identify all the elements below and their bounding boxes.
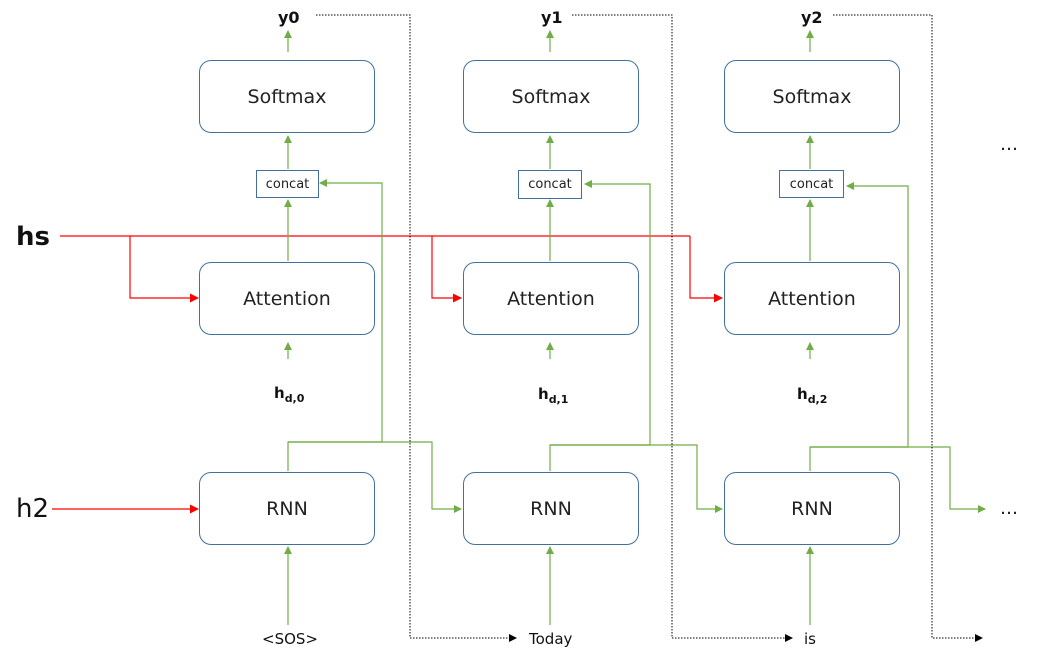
ellipsis-top: … bbox=[1000, 134, 1018, 155]
ellipsis-middle: … bbox=[1000, 498, 1018, 519]
hidden-state-subscript-1: d,1 bbox=[548, 393, 569, 406]
attention-box-2: Attention bbox=[724, 262, 900, 335]
rnn-box-0: RNN bbox=[199, 472, 375, 545]
output-feedback-lines bbox=[316, 14, 983, 642]
input-token-0: <SOS> bbox=[262, 630, 318, 648]
concat-box-2: concat bbox=[779, 170, 844, 198]
hidden-state-label-2: hd,2 bbox=[797, 385, 827, 406]
output-label-y2: y2 bbox=[801, 8, 823, 27]
h2-label: h2 bbox=[16, 494, 50, 524]
hs-label: hs bbox=[16, 222, 50, 252]
column-2-flow bbox=[806, 30, 986, 625]
concat-box-1: concat bbox=[518, 170, 582, 199]
rnn-box-1: RNN bbox=[463, 472, 639, 545]
softmax-box-0: Softmax bbox=[199, 60, 375, 133]
input-token-2: is bbox=[804, 630, 816, 648]
hidden-state-label-1: hd,1 bbox=[538, 385, 568, 406]
hs-connections bbox=[60, 235, 723, 303]
rnn-box-2: RNN bbox=[724, 472, 900, 545]
softmax-box-1: Softmax bbox=[463, 60, 639, 133]
softmax-box-2: Softmax bbox=[724, 60, 900, 133]
attention-box-0: Attention bbox=[199, 262, 375, 335]
hidden-state-subscript-0: d,0 bbox=[284, 392, 305, 405]
output-label-y0: y0 bbox=[278, 8, 300, 27]
input-token-1: Today bbox=[529, 630, 573, 648]
hidden-state-subscript-2: d,2 bbox=[807, 393, 828, 406]
hidden-state-base-0: h bbox=[274, 384, 285, 402]
column-1-flow bbox=[546, 30, 723, 625]
attention-box-1: Attention bbox=[463, 262, 639, 335]
output-label-y1: y1 bbox=[541, 8, 563, 27]
column-0-flow bbox=[284, 30, 462, 625]
hidden-state-base-2: h bbox=[797, 385, 808, 403]
concat-box-0: concat bbox=[256, 170, 319, 198]
hidden-state-label-0: hd,0 bbox=[274, 384, 304, 405]
hidden-state-base-1: h bbox=[538, 385, 549, 403]
